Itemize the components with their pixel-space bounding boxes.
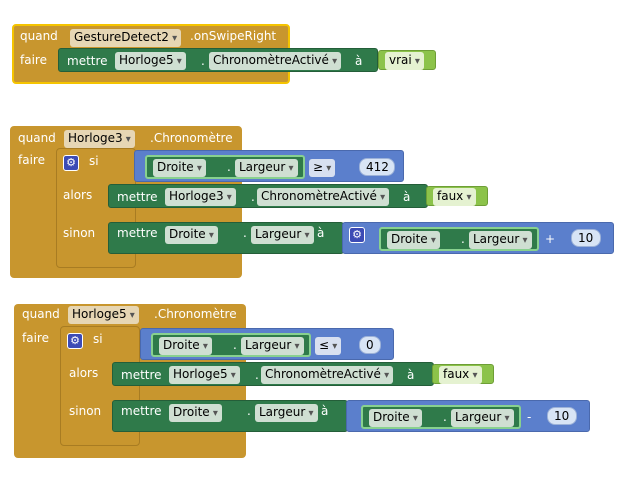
dot-label: . (255, 368, 259, 382)
getter-block-droite-largeur[interactable]: Droite . Largeur (379, 227, 539, 251)
set-label: mettre (117, 226, 158, 240)
do-label: faire (20, 53, 47, 67)
property-dropdown[interactable]: Largeur (251, 226, 314, 244)
math-operator: - (527, 410, 532, 424)
number-value: 10 (578, 231, 594, 245)
event-name: .onSwipeRight (190, 29, 277, 43)
setter-block-horloge3-chronometreactive[interactable]: mettre Horloge3 . ChronomètreActivé à (108, 184, 428, 208)
when-label: quand (20, 29, 58, 43)
component-dropdown[interactable]: Horloge5 (169, 366, 240, 384)
number-block[interactable]: 10 (547, 407, 577, 425)
math-add-block[interactable]: ⚙ Droite . Largeur + 10 (342, 222, 614, 254)
number-block[interactable]: 412 (359, 158, 395, 176)
do-label: faire (18, 153, 45, 167)
setter-block-droite-largeur[interactable]: mettre Droite . Largeur à (108, 222, 344, 254)
operator-dropdown[interactable]: ≥ (309, 159, 336, 177)
number-block[interactable]: 0 (359, 336, 381, 354)
boolean-false-block[interactable]: faux (426, 186, 488, 206)
component-dropdown[interactable]: Horloge5 (68, 306, 139, 324)
dot-label: . (247, 404, 251, 418)
property-dropdown[interactable]: ChronomètreActivé (257, 188, 390, 206)
property-dropdown[interactable]: Largeur (255, 404, 318, 422)
gear-icon[interactable]: ⚙ (67, 333, 83, 349)
getter-block-droite-largeur[interactable]: Droite . Largeur (151, 333, 311, 357)
if-label: si (93, 332, 103, 346)
compare-block[interactable]: Droite . Largeur ≥ 412 (134, 150, 404, 182)
event-name: .Chronomètre (154, 307, 237, 321)
dot-label: . (443, 410, 447, 424)
property-dropdown[interactable]: Largeur (235, 159, 298, 177)
set-label: mettre (121, 368, 162, 382)
when-label: quand (18, 131, 56, 145)
component-dropdown[interactable]: Horloge3 (165, 188, 236, 206)
boolean-dropdown[interactable]: faux (433, 188, 476, 206)
math-operator: + (545, 232, 556, 246)
to-label: à (403, 190, 411, 204)
component-dropdown[interactable]: Droite (165, 226, 218, 244)
math-subtract-block[interactable]: Droite . Largeur - 10 (346, 400, 590, 432)
set-label: mettre (121, 404, 162, 418)
component-dropdown[interactable]: Droite (169, 404, 222, 422)
to-label: à (321, 404, 329, 418)
property-dropdown[interactable]: Largeur (469, 231, 532, 249)
boolean-false-block[interactable]: faux (432, 364, 494, 384)
dot-label: . (461, 232, 465, 246)
then-label: alors (63, 188, 93, 202)
property-dropdown[interactable]: ChronomètreActivé (209, 52, 342, 70)
boolean-dropdown[interactable]: vrai (385, 52, 424, 70)
component-dropdown[interactable]: Droite (387, 231, 440, 249)
number-value: 10 (554, 409, 570, 423)
dot-label: . (201, 54, 205, 68)
number-block[interactable]: 10 (571, 229, 601, 247)
getter-block-droite-largeur[interactable]: Droite . Largeur (145, 155, 305, 179)
component-dropdown[interactable]: Droite (159, 337, 212, 355)
property-dropdown[interactable]: Largeur (451, 409, 514, 427)
dot-label: . (243, 226, 247, 240)
getter-block-droite-largeur[interactable]: Droite . Largeur (361, 405, 521, 429)
then-label: alors (69, 366, 99, 380)
boolean-dropdown[interactable]: faux (439, 366, 482, 384)
setter-block-droite-largeur[interactable]: mettre Droite . Largeur à (112, 400, 348, 432)
dot-label: . (227, 160, 231, 174)
operator-dropdown[interactable]: ≤ (315, 337, 342, 355)
compare-block[interactable]: Droite . Largeur ≤ 0 (140, 328, 394, 360)
event-name: .Chronomètre (150, 131, 233, 145)
component-dropdown[interactable]: Droite (153, 159, 206, 177)
setter-block-horloge5-chronometreactive[interactable]: mettre Horloge5 . ChronomètreActivé à (58, 48, 378, 72)
dot-label: . (233, 338, 237, 352)
set-label: mettre (117, 190, 158, 204)
property-dropdown[interactable]: ChronomètreActivé (261, 366, 394, 384)
property-dropdown[interactable]: Largeur (241, 337, 304, 355)
if-label: si (89, 154, 99, 168)
number-value: 0 (366, 338, 374, 352)
component-dropdown[interactable]: Horloge3 (64, 130, 135, 148)
to-label: à (317, 226, 325, 240)
component-dropdown[interactable]: Droite (369, 409, 422, 427)
gear-icon[interactable]: ⚙ (349, 227, 365, 243)
component-dropdown[interactable]: Horloge5 (115, 52, 186, 70)
component-dropdown[interactable]: GestureDetect2 (70, 29, 182, 47)
dot-label: . (251, 190, 255, 204)
set-label: mettre (67, 54, 108, 68)
setter-block-horloge5-chronometreactive[interactable]: mettre Horloge5 . ChronomètreActivé à (112, 362, 434, 386)
to-label: à (407, 368, 415, 382)
number-value: 412 (366, 160, 389, 174)
to-label: à (355, 54, 363, 68)
gear-icon[interactable]: ⚙ (63, 155, 79, 171)
else-label: sinon (63, 226, 96, 240)
else-label: sinon (69, 404, 102, 418)
do-label: faire (22, 331, 49, 345)
boolean-true-block[interactable]: vrai (378, 50, 436, 70)
when-label: quand (22, 307, 60, 321)
